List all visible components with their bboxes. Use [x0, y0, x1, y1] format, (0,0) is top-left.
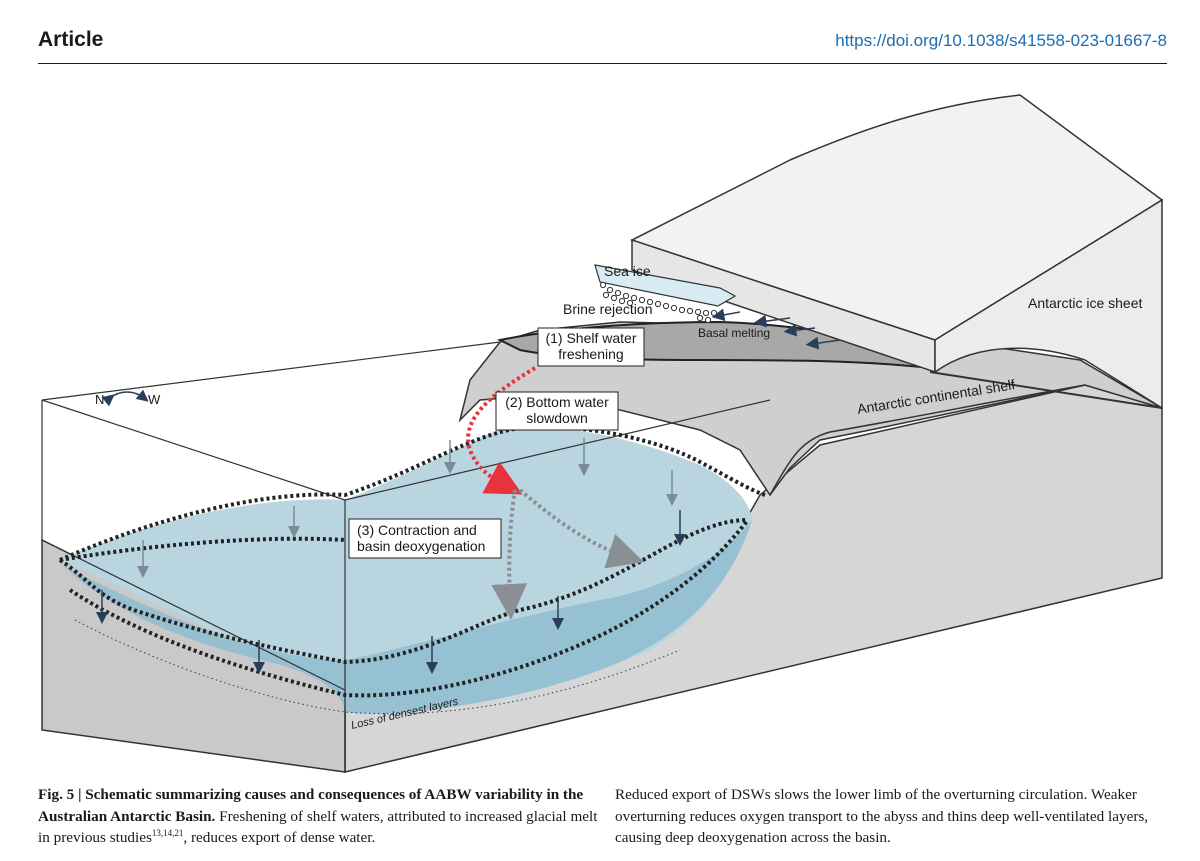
dashed-boundaries: [58, 424, 766, 698]
article-header-label: Article: [38, 28, 104, 51]
caption-left-text-end: , reduces export of dense water.: [183, 829, 376, 846]
label-ice-sheet: Antarctic ice sheet: [1028, 295, 1142, 311]
label-box-contraction: (3) Contraction and basin deoxygenation: [348, 518, 502, 559]
label-basal-melting: Basal melting: [698, 326, 770, 340]
svg-text:slowdown: slowdown: [526, 410, 587, 426]
shelf-edge-line: [769, 384, 1086, 496]
label-box-bottom: (2) Bottom water slowdown: [495, 391, 619, 431]
contraction-arrows: [137, 438, 678, 578]
ice-sheet-top: [630, 94, 1164, 341]
svg-text:W: W: [148, 392, 161, 407]
ice-sheet-front: [934, 198, 1163, 410]
ice-shelf-edge-line: [929, 371, 1163, 409]
deep-water-overlay: [62, 520, 752, 714]
overturning-arrows: [491, 488, 645, 620]
sea-ice: [594, 264, 737, 307]
svg-text:(1) Shelf water: (1) Shelf water: [545, 330, 636, 346]
caption-right: Reduced export of DSWs slows the lower l…: [615, 786, 1149, 846]
svg-text:basin deoxygenation: basin deoxygenation: [357, 538, 485, 554]
compass-icon: N W: [95, 389, 161, 407]
brine-bubbles: [599, 281, 718, 324]
svg-text:(2) Bottom water: (2) Bottom water: [505, 394, 609, 410]
label-sea-ice: Sea ice: [604, 263, 651, 279]
doi-link[interactable]: https://doi.org/10.1038/s41558-023-01667…: [835, 31, 1167, 50]
figure-label: Fig. 5 | Schematic summarizing causes an…: [38, 786, 584, 825]
freshening-flow-arrow: [466, 366, 537, 495]
caption-left: Fig. 5 | Schematic summarizing causes an…: [38, 784, 598, 849]
svg-text:N: N: [95, 392, 104, 407]
svg-text:(3) Contraction and: (3) Contraction and: [357, 522, 477, 538]
header-rule: [38, 63, 1167, 64]
label-box-shelf: (1) Shelf water freshening: [537, 327, 645, 367]
svg-text:freshening: freshening: [558, 346, 623, 362]
schematic-figure: (1) Shelf water freshening (2) Bottom wa…: [41, 94, 1164, 773]
citation-refs[interactable]: 13,14,21: [151, 827, 184, 838]
label-brine-rejection: Brine rejection: [563, 301, 653, 317]
caption-left-text: Freshening of shelf waters, attributed t…: [38, 807, 598, 847]
basal-melting-arrows: [711, 308, 841, 350]
deep-contraction-arrows: [96, 510, 686, 674]
